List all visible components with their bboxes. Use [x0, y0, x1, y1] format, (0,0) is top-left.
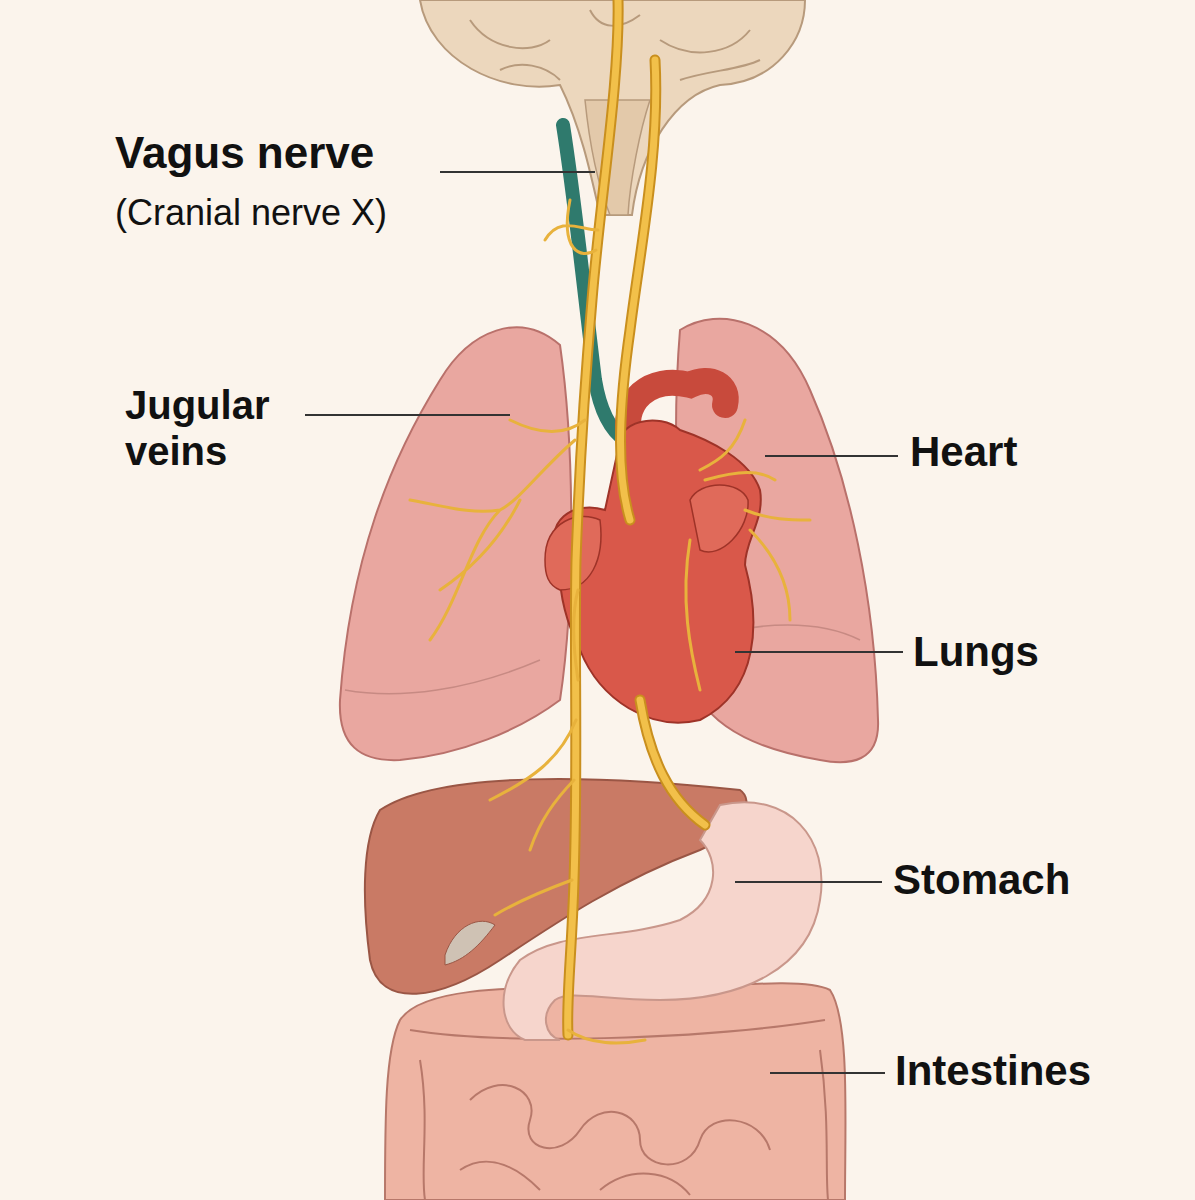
lungs [340, 319, 878, 763]
part-name: Jugular veins [125, 382, 300, 474]
vagus-nerve [410, 0, 810, 1043]
part-name: Lungs [913, 628, 1173, 676]
part-subtitle: (Cranial nerve X) [115, 192, 515, 233]
part-name: Heart [910, 428, 1170, 476]
stomach [504, 802, 822, 1040]
intestines [385, 983, 846, 1200]
part-name: Vagus nerve [115, 128, 435, 179]
part-name: Stomach [893, 856, 1173, 904]
gallbladder [445, 921, 495, 965]
part-name: Intestines [895, 1047, 1185, 1095]
leader-lines [305, 172, 903, 1073]
